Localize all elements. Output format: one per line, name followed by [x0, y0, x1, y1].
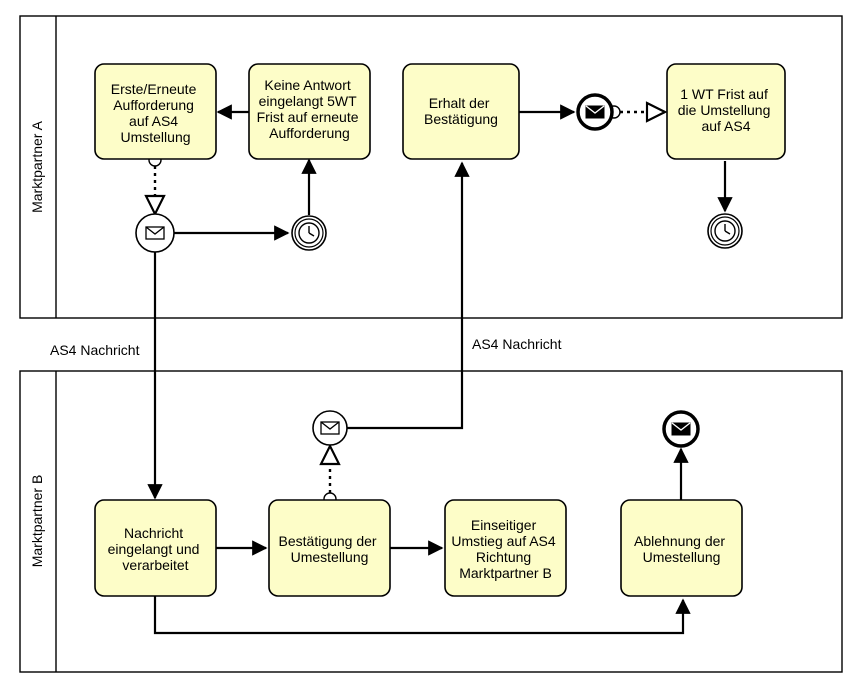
end-message-event-b[interactable]: [662, 410, 700, 448]
task-frist-label: 1 WT Frist auf die Umstellung auf AS4: [678, 86, 775, 134]
message-flow-as4-up: [347, 161, 470, 430]
message-throw-event-a[interactable]: [576, 93, 614, 131]
timer-event-a[interactable]: [291, 215, 327, 251]
flow-nachricht-to-ablehnung: [153, 596, 691, 635]
envelope-icon: [320, 421, 340, 435]
task-erhalt[interactable]: Erhalt der Bestätigung: [402, 63, 520, 160]
task-keine-antwort[interactable]: Keine Antwort eingelangt 5WT Frist auf e…: [248, 63, 371, 160]
task-ablehnung-label: Ablehnung der Umestellung: [634, 533, 729, 565]
flow-label-as4-middle: AS4 Nachricht: [472, 336, 562, 352]
flow-label-as4-left: AS4 Nachricht: [50, 342, 140, 358]
task-ablehnung[interactable]: Ablehnung der Umestellung: [620, 499, 743, 597]
task-aufforderung[interactable]: Erste/Erneute Aufforderung auf AS4 Umste…: [94, 63, 217, 160]
envelope-icon: [671, 422, 691, 436]
task-bestaetigung[interactable]: Bestätigung der Umestellung: [268, 499, 391, 597]
task-keine-antwort-label: Keine Antwort eingelangt 5WT Frist auf e…: [257, 77, 363, 141]
task-aufforderung-label: Erste/Erneute Aufforderung auf AS4 Umste…: [111, 81, 201, 145]
pool-marktpartner-a: Marktpartner A: [19, 15, 843, 319]
pool-b-title: Marktpartner B: [29, 475, 45, 568]
message-catch-event-a[interactable]: [135, 213, 175, 253]
envelope-icon: [145, 226, 165, 240]
clock-icon: [714, 220, 736, 242]
pool-a-title: Marktpartner A: [29, 120, 45, 212]
task-frist[interactable]: 1 WT Frist auf die Umstellung auf AS4: [666, 63, 786, 160]
task-bestaetigung-label: Bestätigung der Umestellung: [279, 533, 381, 565]
envelope-icon: [585, 105, 605, 119]
task-umstieg[interactable]: Einseitiger Umstieg auf AS4 Richtung Mar…: [444, 499, 567, 597]
pool-a-frame: [19, 15, 843, 319]
pool-marktpartner-b: Marktpartner B: [19, 370, 843, 673]
task-nachricht[interactable]: Nachricht eingelangt und verarbeitet: [94, 499, 217, 597]
task-nachricht-label: Nachricht eingelangt und verarbeitet: [108, 525, 204, 573]
timer-event-a-right[interactable]: [707, 213, 743, 249]
task-umstieg-label: Einseitiger Umstieg auf AS4 Richtung Mar…: [451, 517, 559, 581]
message-event-b[interactable]: [312, 410, 348, 446]
pool-b-frame: [19, 370, 843, 673]
clock-icon: [298, 222, 320, 244]
task-erhalt-label: Erhalt der Bestätigung: [424, 95, 498, 127]
